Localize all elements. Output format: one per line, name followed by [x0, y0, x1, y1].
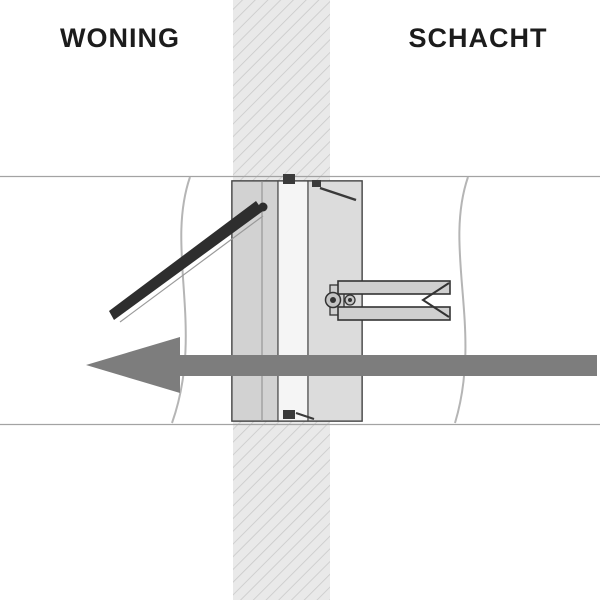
airflow-arrow: [86, 337, 597, 393]
break-line-left: [171, 176, 191, 424]
damper-flap: [109, 201, 264, 323]
fork-top-bar: [337, 280, 451, 295]
actuator-fork: [324, 280, 451, 321]
bottom-clip: [283, 410, 295, 419]
fork-bottom-bar: [337, 306, 451, 321]
pivot-bolt-second-inner: [348, 298, 352, 302]
break-line-right: [454, 176, 469, 424]
latch-line: [319, 186, 357, 202]
label-schacht: SCHACHT: [409, 23, 548, 53]
label-woning: WONING: [60, 23, 180, 53]
flap-seal-line: [119, 215, 264, 323]
top-clip: [283, 174, 295, 184]
damper-air-channel: [277, 180, 309, 422]
bottom-seal-line: [295, 412, 315, 420]
top-clip-small: [312, 180, 321, 187]
fork-notch: [421, 282, 450, 318]
pivot-bolt-inner: [330, 297, 336, 303]
damper-flap-blade: [109, 201, 263, 320]
